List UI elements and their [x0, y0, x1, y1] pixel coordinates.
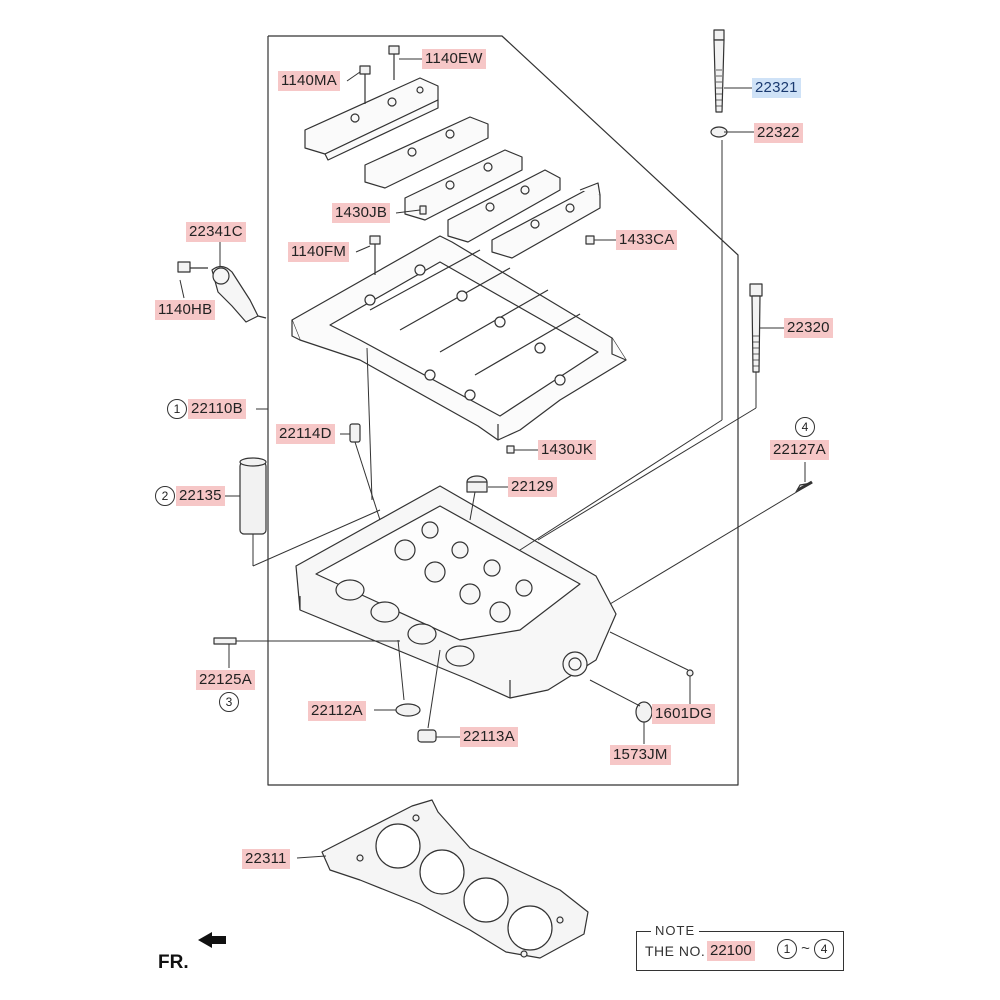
bolts [177, 29, 813, 493]
callout-22321[interactable]: 22321 [752, 78, 801, 98]
camshaft-carrier-frame [291, 235, 627, 441]
circled-number-4: 4 [795, 417, 815, 437]
front-direction-label: FR. [158, 952, 189, 973]
callout-1140EW[interactable]: 1140EW [422, 49, 486, 69]
callout-22341C[interactable]: 22341C [186, 222, 246, 242]
callout-1140FM[interactable]: 1140FM [288, 242, 350, 262]
callout-1430JK[interactable]: 1430JK [538, 440, 597, 460]
callout-1573JM[interactable]: 1573JM [610, 745, 671, 765]
front-direction-arrow [198, 932, 226, 948]
callout-22127A[interactable]: 22127A [770, 440, 829, 460]
callout-22112A[interactable]: 22112A [308, 701, 366, 721]
note-range-from: 1 [777, 939, 797, 959]
circled-number-2: 2 [155, 486, 175, 506]
callout-22129[interactable]: 22129 [508, 477, 557, 497]
callout-22135[interactable]: 22135 [176, 486, 225, 506]
note-range-separator: ~ [801, 939, 810, 957]
circled-number-3: 3 [219, 692, 239, 712]
note-part-ref[interactable]: 22100 [707, 941, 755, 961]
camshaft-bearing-caps [304, 77, 601, 259]
note-box: NOTE THE NO. 22100 1 ~ 4 [636, 923, 844, 971]
note-range-to: 4 [814, 939, 835, 959]
note-range: 1 ~ 4 [777, 939, 835, 959]
callout-22311[interactable]: 22311 [242, 849, 290, 869]
note-title: NOTE [651, 923, 700, 938]
callout-22113A[interactable]: 22113A [460, 727, 518, 747]
assembly-frame [267, 35, 739, 786]
seal-bracket [211, 265, 267, 323]
small-parts [213, 423, 694, 743]
callout-22125A[interactable]: 22125A [196, 670, 255, 690]
circled-number-1: 1 [167, 399, 187, 419]
callout-22320[interactable]: 22320 [784, 318, 833, 338]
callout-22110B[interactable]: 22110B [188, 399, 246, 419]
callout-1601DG[interactable]: 1601DG [652, 704, 716, 724]
cylinder-head [295, 485, 617, 699]
callout-1140HB[interactable]: 1140HB [155, 300, 216, 320]
callout-22322[interactable]: 22322 [754, 123, 803, 143]
note-text: THE NO. [645, 943, 706, 959]
head-gasket [321, 799, 589, 959]
leader-lines [179, 58, 806, 859]
callout-1430JB[interactable]: 1430JB [332, 203, 391, 223]
callout-1140MA[interactable]: 1140MA [278, 71, 340, 91]
callout-1433CA[interactable]: 1433CA [616, 230, 678, 250]
callout-22114D[interactable]: 22114D [276, 424, 335, 444]
